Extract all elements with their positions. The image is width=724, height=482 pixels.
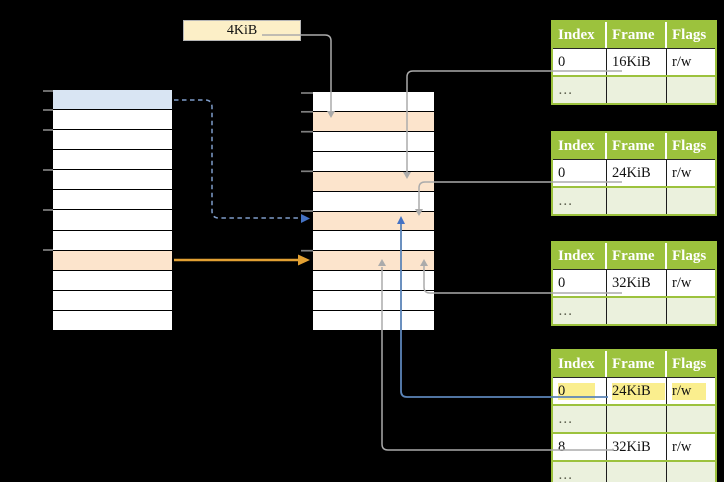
table-cell: …	[553, 188, 607, 214]
table-cell: 0	[553, 270, 607, 296]
column-header-frame: Frame	[607, 133, 667, 159]
memory-row-1	[53, 110, 172, 131]
column-header-flags: Flags	[672, 355, 707, 372]
column-header-flags: Flags	[672, 137, 707, 154]
memory-row-11	[313, 311, 434, 331]
table-cell	[667, 188, 715, 214]
memory-row-11	[53, 310, 172, 330]
memory-row-10	[53, 290, 172, 311]
column-header-frame: Frame	[607, 351, 667, 377]
table-cell: r/w	[672, 274, 692, 291]
memory-row-3	[313, 151, 434, 172]
left-stack-ticks	[43, 90, 53, 251]
table-cell: r/w	[672, 164, 692, 181]
table-cell	[607, 406, 667, 432]
table-cell: 16KiB	[607, 49, 667, 75]
memory-row-5	[313, 191, 434, 212]
table-cell: 0	[553, 49, 607, 75]
middle-stack-ticks	[301, 92, 313, 252]
column-header-flags: Flags	[672, 247, 707, 264]
table-cell	[607, 188, 667, 214]
table-cell: 0	[553, 160, 607, 186]
memory-row-6	[313, 211, 434, 232]
memory-row-6	[53, 210, 172, 231]
page-size-label: 4KiB	[183, 20, 301, 41]
table-row: …	[553, 75, 715, 103]
table-cell: …	[553, 462, 607, 482]
table-cell	[667, 462, 715, 482]
table-cell: r/w	[672, 438, 692, 455]
table-cell: 32KiB	[607, 270, 667, 296]
memory-row-9	[313, 271, 434, 292]
memory-row-5	[53, 190, 172, 211]
table-cell	[607, 77, 667, 103]
page-size-text: 4KiB	[226, 22, 258, 38]
memory-row-2	[313, 131, 434, 152]
table-cell: 8	[553, 434, 607, 460]
memory-row-4	[313, 171, 434, 192]
table-cell	[667, 77, 715, 103]
table-cell: 32KiB	[607, 434, 667, 460]
memory-row-1	[313, 111, 434, 132]
table-row: …	[553, 296, 715, 324]
arrow-dashed-lookup	[174, 99, 310, 223]
memory-row-8	[313, 251, 434, 272]
table-cell: …	[553, 77, 607, 103]
table-row: …	[553, 186, 715, 214]
column-header-index: Index	[553, 351, 607, 377]
highlighted-value: r/w	[672, 382, 706, 400]
table-cell: …	[553, 406, 607, 432]
table-row: …	[553, 460, 715, 482]
memory-row-7	[313, 231, 434, 252]
memory-row-2	[53, 130, 172, 151]
memory-row-9	[53, 270, 172, 291]
memory-row-3	[53, 150, 172, 171]
memory-row-0	[313, 92, 434, 112]
virtual-memory-stack	[53, 90, 172, 330]
column-header-frame: Frame	[607, 243, 667, 269]
highlighted-value: 0	[558, 382, 595, 400]
memory-row-8	[53, 250, 172, 271]
arrow-orange-mapping	[174, 254, 310, 266]
table-cell: …	[553, 298, 607, 324]
table-cell: r/w	[672, 53, 692, 70]
column-header-flags: Flags	[672, 26, 707, 43]
table-cell: 0	[553, 378, 607, 404]
table-row: 0 24KiB r/w	[553, 378, 715, 404]
memory-row-0	[53, 90, 172, 111]
table-cell	[607, 298, 667, 324]
column-header-index: Index	[553, 243, 607, 269]
table-cell: r/w	[667, 378, 715, 404]
column-header-frame: Frame	[607, 22, 667, 48]
table-cell	[667, 298, 715, 324]
page-table-memory-stack	[313, 92, 434, 331]
highlighted-value: 24KiB	[612, 382, 665, 400]
table-cell	[607, 462, 667, 482]
memory-row-7	[53, 230, 172, 251]
column-header-index: Index	[553, 133, 607, 159]
table-cell: 24KiB	[607, 160, 667, 186]
table-row: …	[553, 404, 715, 432]
table-cell: 24KiB	[607, 378, 667, 404]
memory-row-4	[53, 170, 172, 191]
memory-row-10	[313, 291, 434, 312]
table-cell	[667, 406, 715, 432]
column-header-index: Index	[553, 22, 607, 48]
